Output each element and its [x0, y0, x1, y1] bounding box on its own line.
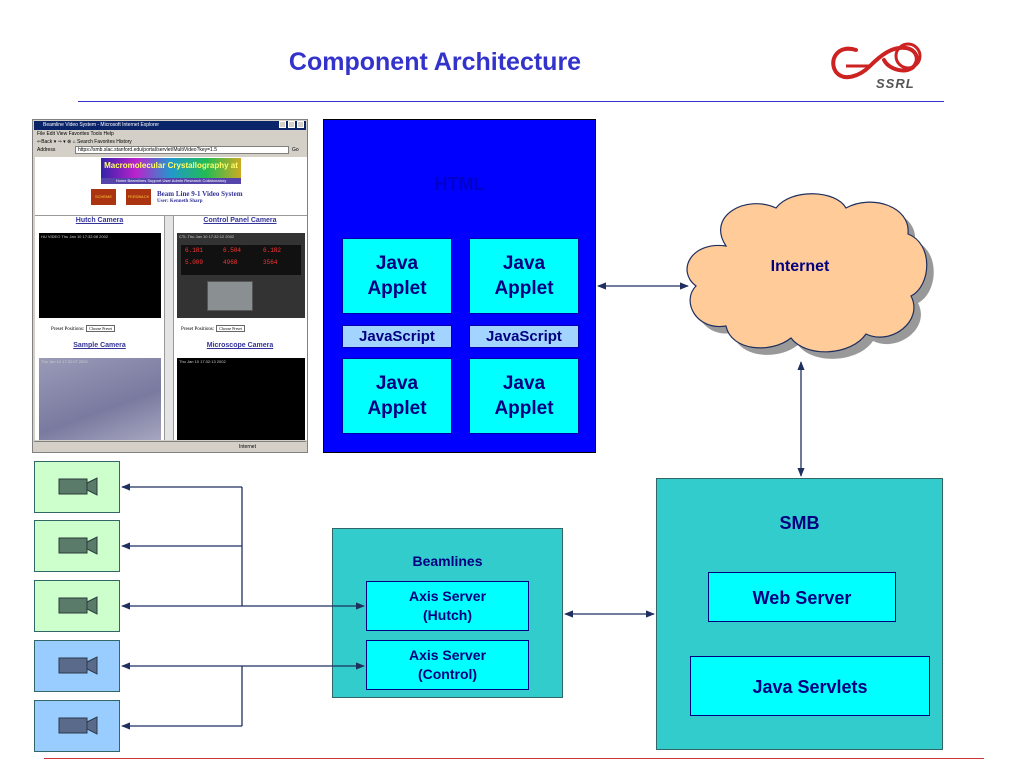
beamlines-label: Beamlines [412, 553, 483, 569]
page-heading: Beam Line 9-1 Video System [157, 190, 243, 198]
control-preset: Preset Positions:Choose Preset [181, 325, 245, 332]
axis-server-location: (Hutch) [423, 607, 472, 623]
panel-readout: 6.181 [185, 247, 204, 254]
hutch-camera-2 [34, 520, 120, 572]
applet-label-line: Java [502, 253, 546, 274]
hutch-preset: Preset Positions:Choose Preset [51, 325, 115, 332]
footer-divider [44, 758, 984, 759]
panel-readout: 6.504 [223, 247, 242, 254]
hutch-camera-title: Hutch Camera [75, 217, 124, 224]
ssrl-logo: SSRL [826, 36, 932, 96]
frame-scrollbar [164, 216, 174, 440]
logo-text: SSRL [876, 76, 915, 91]
site-nav: Home Beamlines Support User Admin Resear… [101, 178, 241, 184]
javascript-box: JavaScript [469, 325, 579, 348]
panel-readout: 6.182 [263, 247, 282, 254]
applet-label-line: Applet [367, 278, 427, 299]
hutch-camera-3 [34, 580, 120, 632]
title-divider [78, 101, 944, 102]
page-user: User: Kenneth Sharp [157, 199, 203, 204]
panel-readout: 3564 [263, 259, 278, 266]
microscope-camera-stamp: Thu Jan 10 17:32:13 2002 [179, 359, 226, 364]
slide-title: Component Architecture [288, 48, 582, 76]
hutch-camera-1 [34, 461, 120, 513]
address-field: https://smb.slac.stanford.edu/portal/ser… [75, 146, 289, 154]
internet-label: Internet [770, 258, 830, 275]
video-camera-icon [58, 716, 98, 735]
control-camera-title: Control Panel Camera [203, 217, 277, 224]
axis-server-location: (Control) [417, 666, 478, 682]
browser-titlebar: Beamline Video System - Microsoft Intern… [34, 121, 306, 130]
java-servlets-box: Java Servlets [690, 656, 930, 716]
browser-toolbar: ⇐Back ▾ ⇒ ▾ ⊗ ⌂ Search Favorites History [37, 139, 132, 145]
applet-label-line: Applet [494, 398, 554, 419]
address-label: Address [37, 147, 56, 153]
applet-label-line: Java [375, 253, 419, 274]
axis-server-name: Axis Server [408, 588, 487, 604]
microscope-camera-title: Microscope Camera [206, 342, 274, 349]
page-divider [35, 215, 307, 216]
video-camera-icon [58, 656, 98, 675]
zone-label: Internet [239, 444, 256, 450]
panel-readout: 4968 [223, 259, 238, 266]
smb-label: SMB [779, 513, 820, 533]
applet-label-line: Applet [367, 398, 427, 419]
control-camera-2 [34, 700, 120, 752]
maximize-icon [288, 121, 295, 128]
feedback-badge: FEEDBACK [126, 189, 151, 205]
sample-camera-feed: Thu Jan 10 17:32:07 2002 [39, 358, 161, 440]
video-camera-icon [58, 536, 98, 555]
panel-readout: 5.009 [185, 259, 204, 266]
scheme-badge: SCHEME [91, 189, 116, 205]
control-camera-feed: CTL Thu Jan 10 17:32:12 2002 6.181 6.504… [177, 233, 305, 318]
hutch-camera-feed: HU VIDEO Thu Jan 10 17:32:08 2002 [39, 233, 161, 318]
applet-label-line: Applet [494, 278, 554, 299]
go-button: Go [292, 147, 299, 153]
javascript-box: JavaScript [342, 325, 452, 348]
web-server-box: Web Server [708, 572, 896, 622]
html-label: HTML [434, 174, 485, 194]
axis-server-name: Axis Server [408, 647, 487, 663]
close-icon [297, 121, 304, 128]
control-panel-display: 6.181 6.504 6.182 5.009 4968 3564 [181, 245, 301, 275]
hutch-camera-stamp: HU VIDEO Thu Jan 10 17:32:08 2002 [41, 234, 109, 239]
preset-select: Choose Preset [86, 325, 115, 332]
sample-camera-stamp: Thu Jan 10 17:32:07 2002 [41, 359, 88, 364]
browser-screenshot: Beamline Video System - Microsoft Intern… [32, 119, 308, 453]
axis-server-hutch: Axis Server (Hutch) [366, 581, 529, 631]
applet-label-line: Java [502, 373, 546, 394]
internet-cloud [686, 193, 934, 359]
video-camera-icon [58, 596, 98, 615]
applet-label-line: Java [375, 373, 419, 394]
control-camera-stamp: CTL Thu Jan 10 17:32:12 2002 [179, 234, 235, 239]
control-panel-keypad [207, 281, 253, 311]
preset-select: Choose Preset [216, 325, 245, 332]
browser-menubar: File Edit View Favorites Tools Help [37, 131, 114, 137]
axis-server-control: Axis Server (Control) [366, 640, 529, 690]
microscope-camera-feed: Thu Jan 10 17:32:13 2002 [177, 358, 305, 440]
video-camera-icon [58, 477, 98, 496]
sample-camera-title: Sample Camera [73, 342, 126, 349]
minimize-icon [279, 121, 286, 128]
browser-statusbar: Internet [34, 441, 306, 451]
preset-label: Preset Positions: [181, 327, 215, 332]
preset-label: Preset Positions: [51, 327, 85, 332]
control-camera-1 [34, 640, 120, 692]
